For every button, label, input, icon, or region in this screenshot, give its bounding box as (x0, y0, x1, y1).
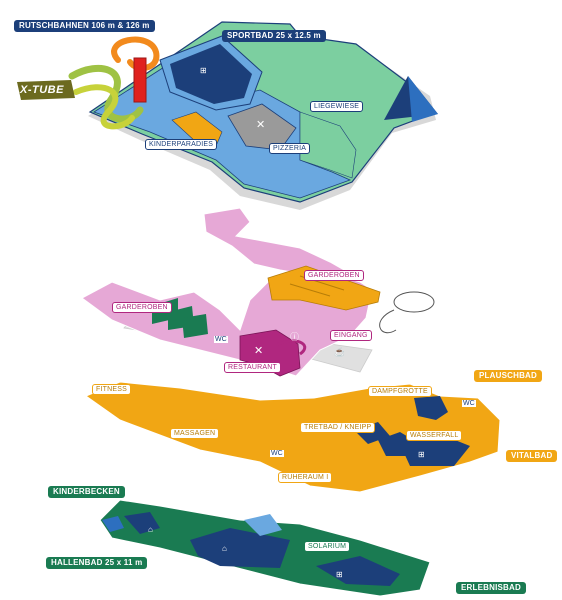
shower-icon: ⊞ (336, 570, 343, 579)
sauna-icon: ⌂ (222, 544, 227, 553)
wc-icon: WC (214, 336, 228, 343)
wc-icon: WC (270, 450, 284, 457)
garderoben-upper-label: GARDEROBEN (304, 270, 364, 281)
outdoor-level (68, 21, 438, 210)
wellness-level (84, 381, 501, 493)
coffee-icon: ☕ (334, 347, 346, 357)
shower-icon: ⊞ (418, 450, 425, 459)
solarium-label: SOLARIUM (304, 541, 351, 552)
tretbad-label: TRETBAD / KNEIPP (300, 422, 376, 433)
hallenbad-label: HALLENBAD 25 x 11 m (46, 557, 148, 569)
hallenbad-level (99, 499, 431, 597)
kinderparadies-label: KINDERPARADIES (145, 139, 218, 150)
pizzeria-label: PIZZERIA (269, 143, 311, 154)
restaurant-icon: ✕ (256, 119, 266, 131)
wasserfall-label: WASSERFALL (406, 430, 463, 441)
fitness-label: FITNESS (92, 384, 131, 395)
sportbad-label: SPORTBAD 25 x 12.5 m (222, 30, 326, 42)
rutschbahnen-label: RUTSCHBAHNEN 106 m & 126 m (14, 20, 155, 32)
garderoben-left-label: GARDEROBEN (112, 302, 172, 313)
shower-icon: ⊞ (200, 66, 207, 75)
plauschbad-label: PLAUSCHBAD (474, 370, 542, 382)
massagen-label: MASSAGEN (170, 428, 220, 439)
xtube-label: X-TUBE (20, 84, 64, 96)
liegewiese-label: LIEGEWIESE (310, 101, 364, 112)
wc-icon: WC (462, 400, 476, 407)
kinderbecken-label: KINDERBECKEN (48, 486, 125, 498)
restaurant-icon: ✕ (254, 345, 264, 357)
sauna-icon: ⌂ (148, 525, 153, 534)
ruheraum-label: RUHERAUM I (278, 472, 333, 483)
vitalbad-label: VITALBAD (506, 450, 558, 462)
erlebnisbad-label: ERLEBNISBAD (456, 582, 526, 594)
info-icon: ⓘ (290, 332, 300, 342)
restaurant-label: RESTAURANT (224, 362, 281, 373)
dampfgrotte-label: DAMPFGROTTE (368, 386, 432, 397)
xtube-badge (17, 80, 75, 100)
entrance-level (81, 265, 435, 377)
eingang-label: EINGANG (330, 330, 372, 341)
